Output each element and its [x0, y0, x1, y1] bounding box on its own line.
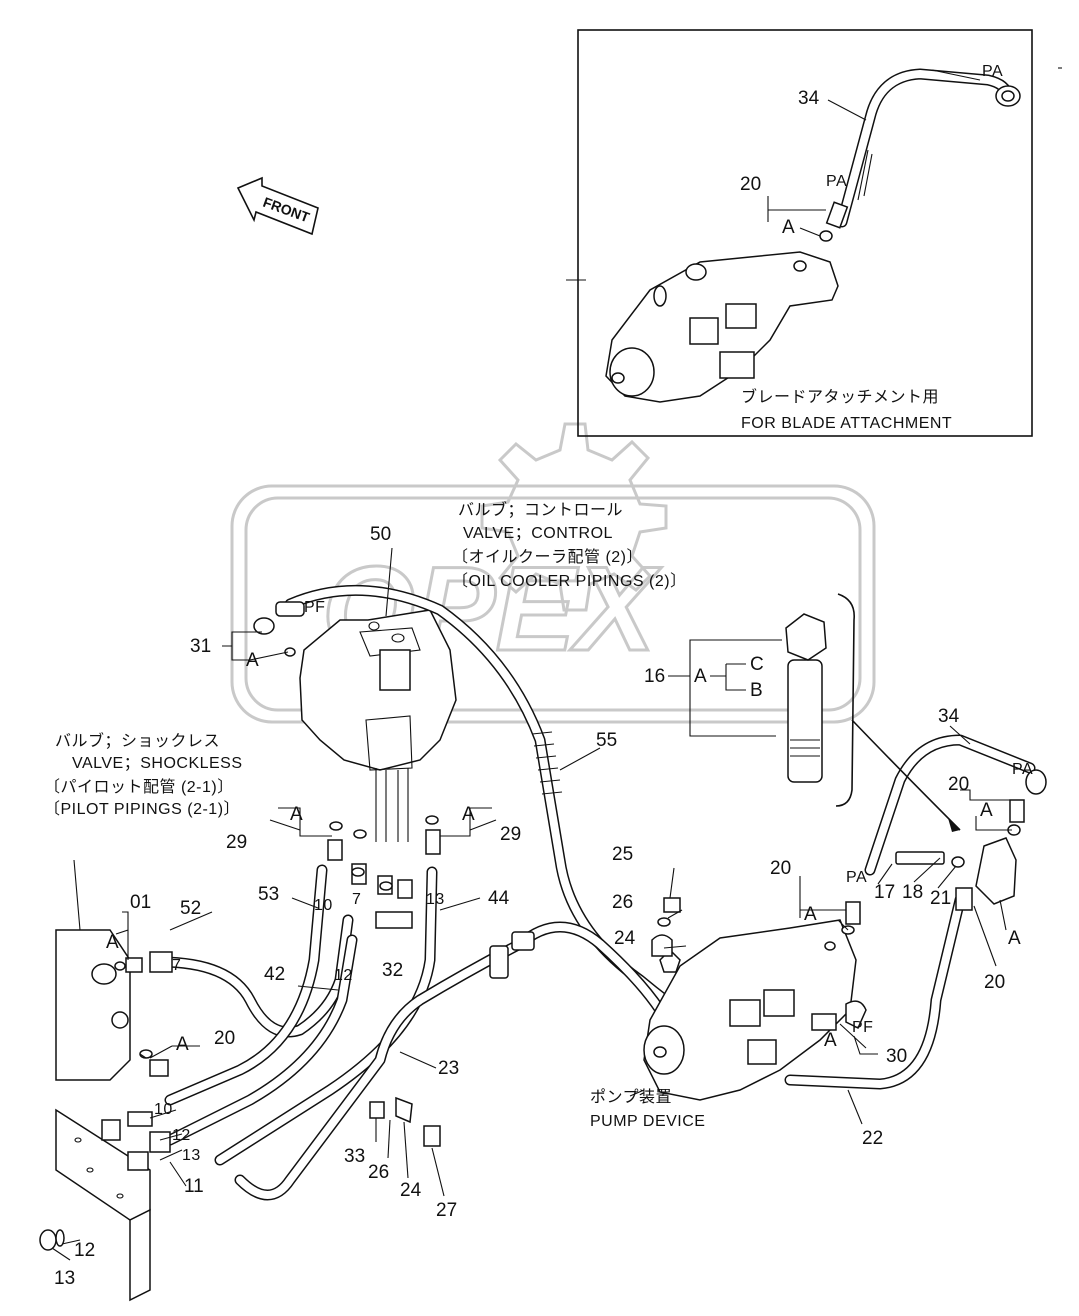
shockless-valve: [55, 859, 131, 1081]
blade-label-jp: ブレードアタッチメント用: [741, 387, 939, 406]
callout-29-left: 29: [226, 832, 247, 853]
callout-7-left: 7: [172, 957, 181, 974]
callout-a-pump: A: [804, 904, 817, 925]
callout-a-inset-text: A: [782, 217, 795, 238]
callout-c: C: [750, 654, 764, 675]
text-labels: バルブ；コントロール VALVE；CONTROL 〔オイルクーラ配管 (2)〕 …: [44, 500, 705, 1130]
blade-label-en: FOR BLADE ATTACHMENT: [741, 415, 952, 432]
callout-31: 31: [190, 636, 211, 657]
callout-b: B: [750, 680, 763, 701]
callout-26-pump: 26: [612, 892, 633, 913]
callout-pa-34: PA: [1012, 761, 1033, 778]
callout-20-right: 20: [948, 774, 969, 795]
callout-pa-inset-mid: PA: [826, 173, 847, 190]
callout-a-16: A: [694, 666, 707, 687]
callout-20-filter: 20: [984, 972, 1005, 993]
control-valve-jp: バルブ；コントロール: [458, 500, 623, 519]
callouts: 50 PF 31 A 16 A C B 55 34 PA 20 A A 29 A…: [54, 524, 1033, 1289]
callout-44: 44: [488, 888, 510, 909]
callout-a-30: A: [824, 1030, 837, 1051]
shockless-valve-jp: バルブ；ショックレス: [55, 731, 220, 750]
callout-a-01: A: [106, 932, 119, 953]
callout-23: 23: [438, 1058, 459, 1079]
callout-a-filter: A: [1008, 928, 1021, 949]
callout-13-bracket: 13: [54, 1268, 75, 1289]
callout-42: 42: [264, 964, 285, 985]
callout-24-pump: 24: [614, 928, 636, 949]
control-valve: [299, 609, 457, 842]
callout-32: 32: [382, 960, 403, 981]
callout-50: 50: [370, 524, 391, 545]
inset-pump: [605, 251, 839, 403]
front-label: FRONT: [261, 194, 312, 226]
callout-12-bracket: 12: [74, 1240, 95, 1261]
callout-a-29-left: A: [290, 804, 303, 825]
control-valve-en: VALVE；CONTROL: [463, 525, 613, 542]
callout-27: 27: [436, 1200, 457, 1221]
callout-01: 01: [130, 892, 151, 913]
leader-lines: [51, 547, 1012, 1261]
callout-10-bottom: 10: [154, 1101, 173, 1118]
pilot-pipings-en: 〔PILOT PIPINGS (2-1)〕: [44, 800, 240, 818]
callout-12-bottom: 12: [172, 1127, 191, 1144]
callout-pa-inset-top: PA: [982, 63, 1003, 80]
pump-device-en: PUMP DEVICE: [590, 1113, 705, 1130]
fittings: [39, 601, 1025, 1251]
callout-55: 55: [596, 730, 617, 751]
callout-24-clamp: 24: [400, 1180, 422, 1201]
callout-16: 16: [644, 666, 665, 687]
callout-a-31: A: [246, 650, 259, 671]
callout-25: 25: [612, 844, 633, 865]
callout-pf-pump: PF: [852, 1019, 873, 1036]
callout-a-20-left: A: [176, 1034, 189, 1055]
callout-52: 52: [180, 898, 201, 919]
callout-20-left: 20: [214, 1028, 235, 1049]
callout-34: 34: [938, 706, 960, 727]
oil-cooler-jp: 〔オイルクーラ配管 (2)〕: [452, 548, 643, 566]
blade-attachment-inset: 34 PA 20 PA A ブレードアタッチメント用 FOR BLADE ATT…: [566, 29, 1062, 437]
pump-device: [643, 919, 857, 1101]
inset-frame: [577, 29, 1033, 437]
callout-26-clamp: 26: [368, 1162, 389, 1183]
callout-10-top: 10: [314, 897, 333, 914]
callout-13-top: 13: [426, 891, 445, 908]
callout-13-bottom: 13: [182, 1147, 201, 1164]
oil-cooler-en: 〔OIL COOLER PIPINGS (2)〕: [452, 572, 687, 590]
callout-34-inset: 34: [798, 88, 820, 109]
callout-33: 33: [344, 1146, 365, 1167]
callout-a-right: A: [980, 800, 993, 821]
pump-device-jp: ポンプ装置: [590, 1088, 672, 1106]
pilot-pipings-jp: 〔パイロット配管 (2-1)〕: [44, 778, 234, 796]
callout-22: 22: [862, 1128, 883, 1149]
callout-a-29-right: A: [462, 804, 475, 825]
callout-29-right: 29: [500, 824, 521, 845]
callout-pf-valve: PF: [304, 599, 325, 616]
callout-20-inset: 20: [740, 174, 761, 195]
callout-12-top: 12: [334, 967, 353, 984]
callout-20-pump: 20: [770, 858, 791, 879]
shockless-valve-en: VALVE；SHOCKLESS: [72, 755, 243, 772]
callout-11: 11: [184, 1176, 204, 1197]
front-arrow-icon: FRONT: [236, 176, 319, 236]
callout-pa-pump: PA: [846, 869, 867, 886]
callout-21: 21: [930, 888, 951, 909]
filter-16: [785, 593, 961, 832]
callout-30: 30: [886, 1046, 907, 1067]
callout-18: 18: [902, 882, 923, 903]
callout-7-top: 7: [352, 891, 361, 908]
callout-17: 17: [874, 882, 895, 903]
callout-53: 53: [258, 884, 279, 905]
